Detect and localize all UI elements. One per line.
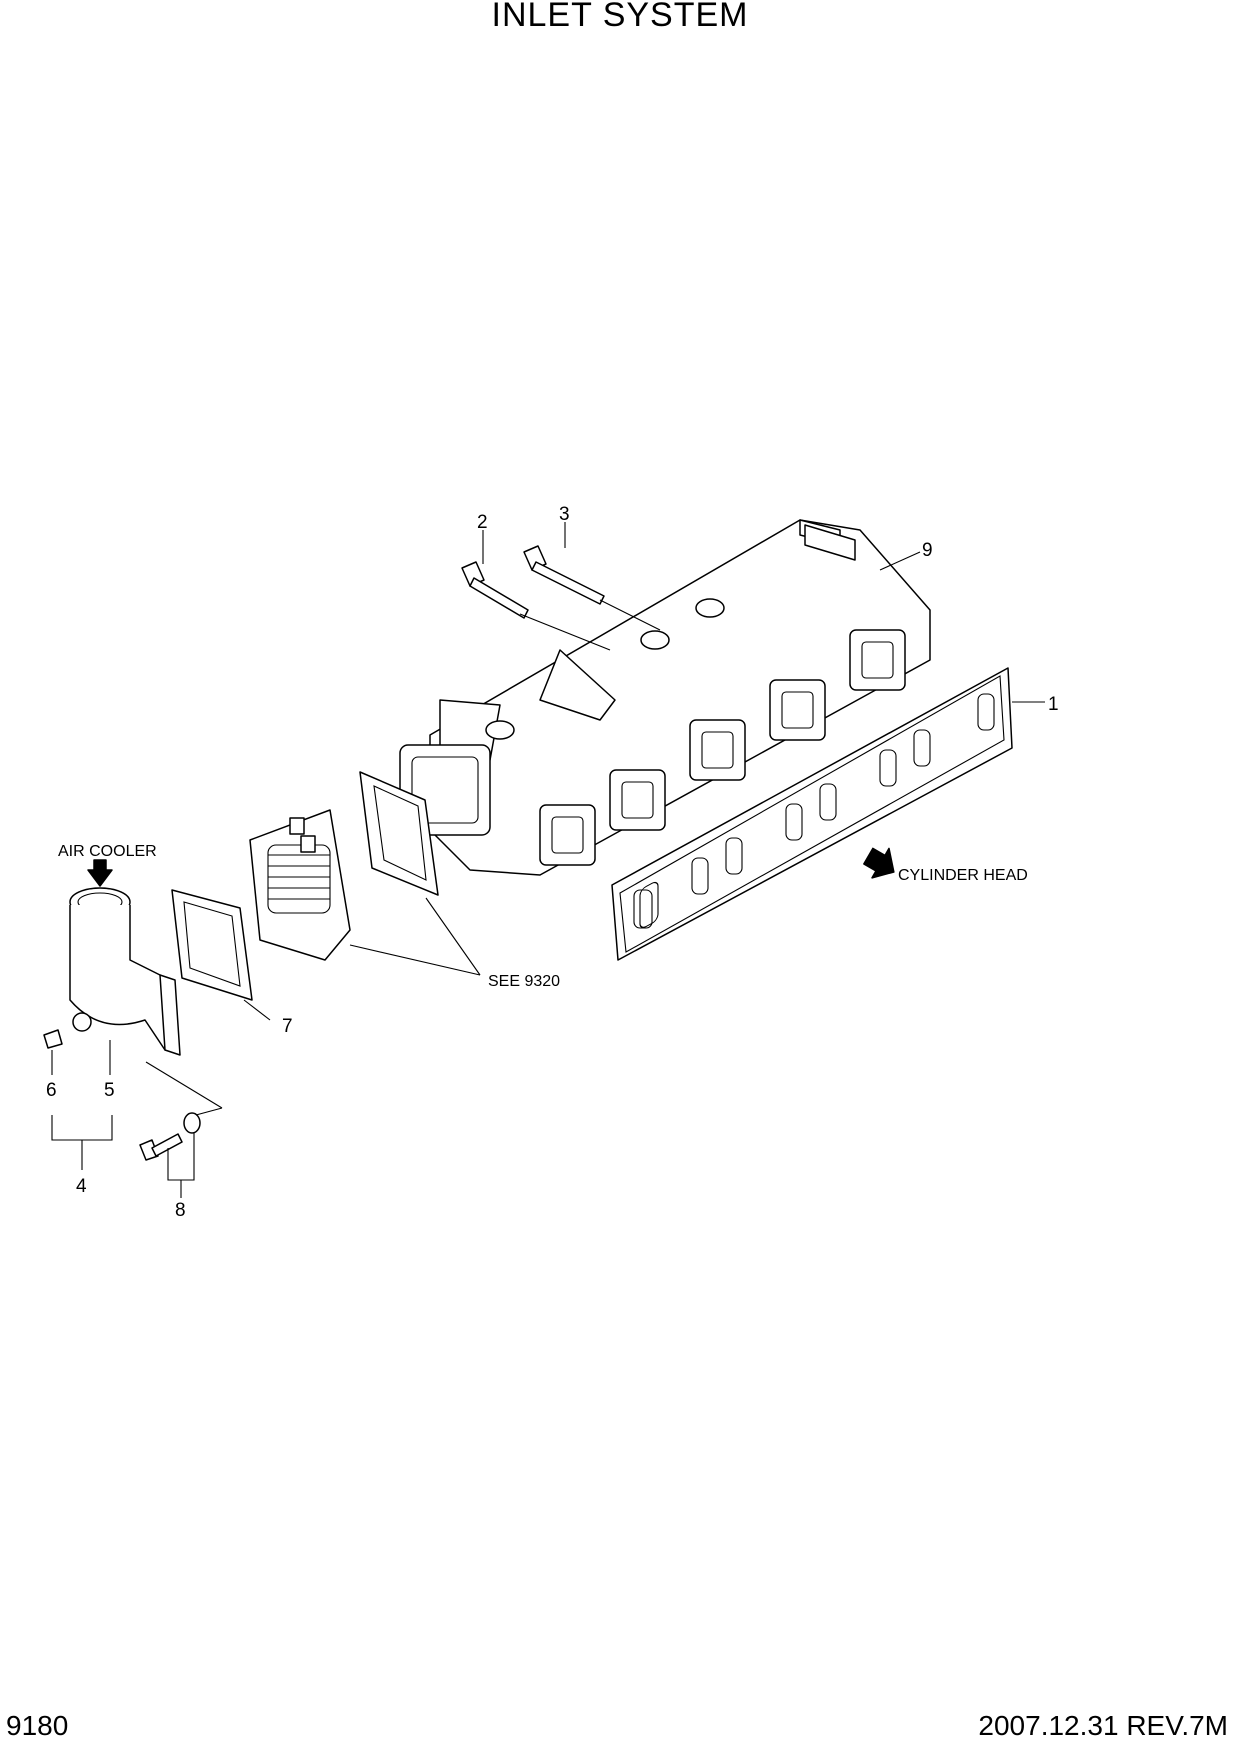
gasket-7 <box>171 889 253 1001</box>
page-number: 9180 <box>6 1710 69 1741</box>
note-air-cooler: AIR COOLER <box>58 843 157 860</box>
air-cooler-arrow-icon <box>87 859 113 887</box>
callout-6: 6 <box>46 1080 57 1101</box>
gasket-large <box>359 771 439 896</box>
bolt-8 <box>139 1112 201 1161</box>
bolt-3 <box>523 545 661 631</box>
cylinder-head-arrow-icon <box>863 847 895 879</box>
bolt-2 <box>461 561 611 651</box>
revision-date: 2007.12.31 REV.7M <box>978 1710 1228 1741</box>
callout-5: 5 <box>104 1080 115 1101</box>
callout-9: 9 <box>922 540 933 561</box>
leader-lines <box>51 522 1045 1198</box>
manifold-gasket <box>611 667 1013 961</box>
callout-3: 3 <box>559 504 570 525</box>
callout-2: 2 <box>477 512 488 533</box>
air-cooler-elbow <box>69 887 181 1056</box>
page-title: INLET SYSTEM <box>491 0 749 34</box>
plug-6 <box>43 1029 63 1049</box>
note-cylinder-head: CYLINDER HEAD <box>898 867 1028 884</box>
callout-4: 4 <box>76 1176 87 1197</box>
note-see-ref: SEE 9320 <box>488 973 560 990</box>
air-cooler-adapter <box>249 809 351 961</box>
callout-1: 1 <box>1048 694 1059 715</box>
callout-8: 8 <box>175 1200 186 1221</box>
callout-7: 7 <box>282 1016 293 1037</box>
